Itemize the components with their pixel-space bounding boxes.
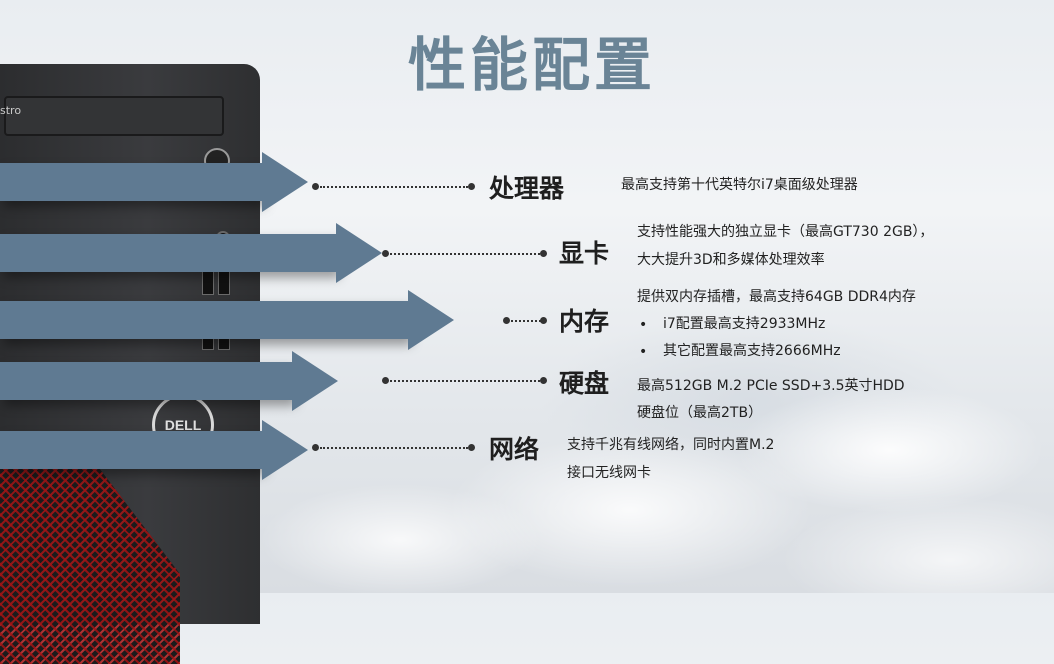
brand-text: stro bbox=[0, 104, 22, 117]
connector-dot bbox=[382, 377, 389, 384]
desc-network-line: 接口无线网卡 bbox=[567, 465, 651, 481]
arrow-memory bbox=[0, 290, 454, 350]
desc-gpu-line: 支持性能强大的独立显卡（最高GT730 2GB）， bbox=[637, 224, 934, 240]
desc-disk-line: 硬盘位（最高2TB） bbox=[637, 405, 763, 421]
label-disk: 硬盘 bbox=[559, 369, 610, 398]
page-title: 性能配置 bbox=[408, 31, 657, 99]
front-mesh bbox=[0, 464, 180, 664]
connector-dot bbox=[540, 250, 547, 257]
connector-dot bbox=[503, 317, 510, 324]
usb-port-icon bbox=[218, 271, 230, 295]
label-gpu: 显卡 bbox=[559, 239, 610, 268]
desc-gpu-line: 大大提升3D和多媒体处理效率 bbox=[637, 252, 825, 268]
connector-line bbox=[320, 186, 468, 188]
desc-memory-bullet: 其它配置最高支持2666MHz bbox=[663, 343, 841, 359]
bullet-dot: • bbox=[639, 344, 648, 360]
bullet-dot: • bbox=[639, 317, 648, 333]
desc-network-line: 支持千兆有线网络，同时内置M.2 bbox=[567, 437, 775, 453]
connector-dot bbox=[540, 317, 547, 324]
usb-port-icon bbox=[202, 271, 214, 295]
desc-cpu-line: 最高支持第十代英特尔i7桌面级处理器 bbox=[621, 177, 858, 193]
connector-dot bbox=[382, 250, 389, 257]
optical-drive bbox=[4, 96, 224, 136]
connector-dot bbox=[540, 377, 547, 384]
desc-disk-line: 最高512GB M.2 PCIe SSD+3.5英寸HDD bbox=[637, 378, 905, 394]
desc-memory-bullet: i7配置最高支持2933MHz bbox=[663, 316, 826, 332]
arrow-cpu bbox=[0, 152, 308, 212]
connector-dot bbox=[468, 183, 475, 190]
connector-dot bbox=[468, 444, 475, 451]
connector-line bbox=[320, 447, 468, 449]
desc-memory-line: 提供双内存插槽，最高支持64GB DDR4内存 bbox=[637, 289, 916, 305]
connector-dot bbox=[312, 444, 319, 451]
label-cpu: 处理器 bbox=[489, 174, 565, 203]
arrow-network bbox=[0, 420, 308, 480]
connector-line bbox=[511, 320, 541, 322]
connector-dot bbox=[312, 183, 319, 190]
label-network: 网络 bbox=[489, 435, 540, 464]
connector-line bbox=[390, 253, 540, 255]
pc-tower-image: stro DELL bbox=[0, 64, 260, 664]
arrow-disk bbox=[0, 351, 338, 411]
label-memory: 内存 bbox=[559, 307, 610, 336]
connector-line bbox=[390, 380, 540, 382]
arrow-gpu bbox=[0, 223, 382, 283]
